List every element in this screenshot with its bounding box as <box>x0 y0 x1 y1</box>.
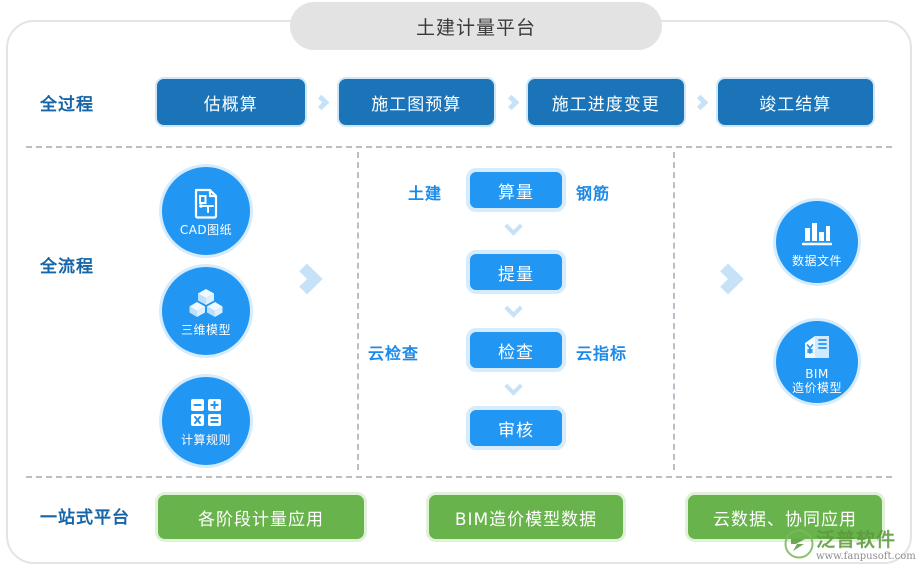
center-arrow-3-icon <box>504 377 523 396</box>
watermark: 泛普软件 www.fanpusoft.com <box>784 524 916 568</box>
process-step-shigongjindubiangeng[interactable]: 施工进度变更 <box>526 77 686 127</box>
fanpu-logo-icon <box>784 529 814 563</box>
output-node-label-line2: 造价模型 <box>791 380 842 395</box>
platform-item-bim-cost-data[interactable]: BIM造价模型数据 <box>426 492 626 542</box>
divider-bottom <box>26 476 892 478</box>
watermark-brand: 泛普软件 <box>816 528 897 551</box>
platform-item-cloud-collaboration[interactable]: 云数据、协同应用 <box>685 492 885 542</box>
center-step-suanliang[interactable]: 算量 <box>466 168 566 212</box>
input-node-label: 计算规则 <box>180 432 231 447</box>
process-step-gugaisuan[interactable]: 估概算 <box>155 77 307 127</box>
section-label-platform: 一站式平台 <box>40 508 130 528</box>
section-label-flow: 全流程 <box>40 257 94 277</box>
output-node-bim-cost-model[interactable]: BIM 造价模型 <box>773 318 861 406</box>
bar-chart-icon <box>802 217 832 251</box>
page-title-text: 土建计量平台 <box>415 16 536 39</box>
section-label-process: 全过程 <box>40 95 94 115</box>
process-chevron-3-icon <box>686 94 716 110</box>
input-node-label: CAD图纸 <box>179 222 233 237</box>
process-chevron-2-icon <box>496 94 526 110</box>
process-step-shigongtuyusuan[interactable]: 施工图预算 <box>336 77 497 127</box>
output-node-data-file[interactable]: 数据文件 <box>773 198 861 286</box>
process-chevron-1-icon <box>307 94 337 110</box>
center-step-tiliang[interactable]: 提量 <box>466 250 566 294</box>
input-node-label: 三维模型 <box>180 322 231 337</box>
calculator-icon <box>190 396 222 430</box>
center-tag-gangjin: 钢筋 <box>576 184 611 203</box>
watermark-url: www.fanpusoft.com <box>816 550 916 562</box>
process-step-jungongjiesuan[interactable]: 竣工结算 <box>715 77 875 127</box>
center-workflow: 土建 算量 钢筋 提量 云检查 检查 云指标 审核 <box>358 152 673 470</box>
center-arrow-2-icon <box>504 299 523 318</box>
cost-model-icon <box>802 330 832 364</box>
process-step-row: 估概算 施工图预算 施工进度变更 竣工结算 <box>155 76 875 128</box>
output-node-label-line1: BIM <box>805 366 829 381</box>
divider-top <box>26 146 892 148</box>
cad-drawing-icon <box>190 186 222 220</box>
center-tag-tujian: 土建 <box>408 184 443 203</box>
input-node-calculation-rule[interactable]: 计算规则 <box>159 374 253 468</box>
input-node-3d-model[interactable]: 三维模型 <box>159 264 253 358</box>
input-node-cad-drawing[interactable]: CAD图纸 <box>159 164 253 258</box>
page-title: 土建计量平台 <box>290 2 662 50</box>
center-step-jiancha[interactable]: 检查 <box>466 328 566 372</box>
platform-item-stage-application[interactable]: 各阶段计量应用 <box>155 492 367 542</box>
center-tag-yunzhibiao: 云指标 <box>576 344 628 363</box>
platform-item-row: 各阶段计量应用 BIM造价模型数据 云数据、协同应用 <box>155 491 885 543</box>
center-tag-yunjiancha: 云检查 <box>368 344 420 363</box>
divider-center-right <box>673 152 675 470</box>
cube-stack-icon <box>189 286 223 320</box>
divider-center-left <box>357 152 359 470</box>
output-node-label: 数据文件 <box>791 253 842 268</box>
center-arrow-1-icon <box>504 217 523 236</box>
center-step-shenhe[interactable]: 审核 <box>466 406 566 450</box>
